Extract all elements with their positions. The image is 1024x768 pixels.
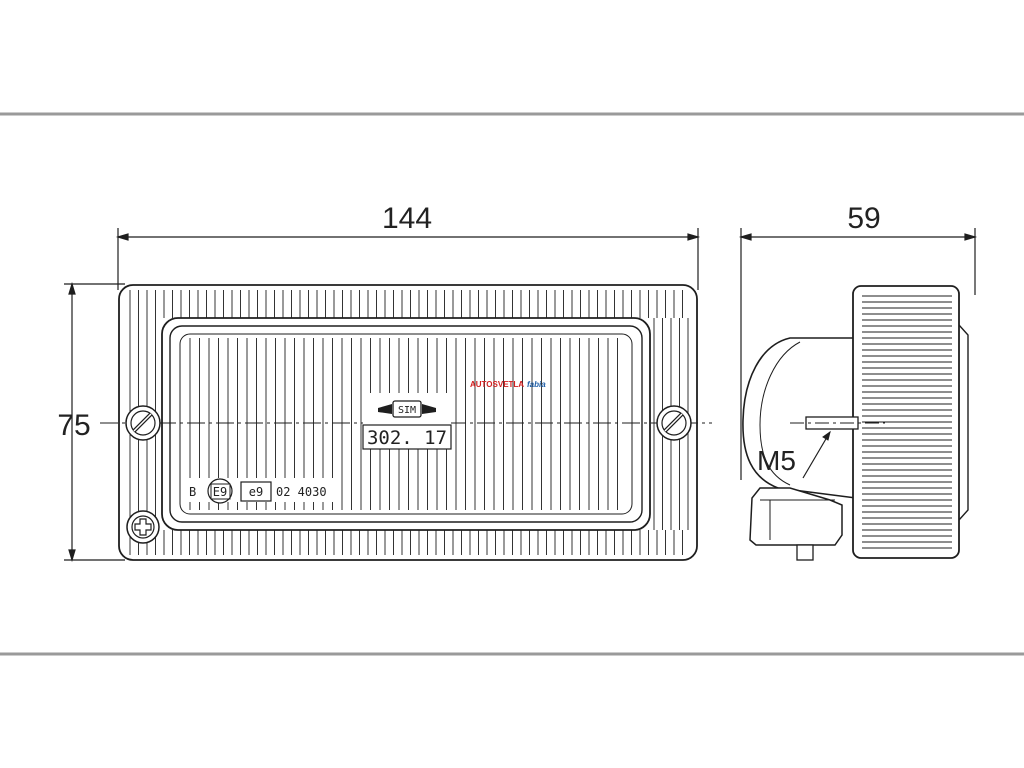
width-dimension [115, 228, 701, 290]
bezel-lip [958, 324, 969, 521]
side-view [738, 228, 978, 561]
maker-logo: SIM [378, 400, 436, 418]
approval-mark-2-box [240, 481, 272, 502]
left-slotted-screw [125, 405, 161, 441]
approval-class: B [189, 485, 196, 499]
bezel-ribs [862, 295, 952, 549]
cross-screw [126, 510, 160, 544]
front-view: SIM 302. 17 B E9 e9 02 4030 [64, 228, 712, 563]
housing-outline [118, 284, 698, 561]
approval-mark-2: e9 [249, 485, 263, 499]
watermark-suffix: fabia [527, 380, 546, 389]
height-dimension [64, 281, 125, 563]
depth-value: 59 [847, 202, 880, 235]
watermark-brand: AUTOSVETLA [470, 380, 524, 389]
bracket-pin [796, 544, 814, 561]
approval-circle [207, 478, 233, 504]
mounting-bracket [749, 487, 843, 546]
lens-face [179, 333, 633, 515]
thread-value: M5 [757, 445, 796, 476]
approval-circle-box [210, 483, 231, 500]
model-number: 302. 17 [367, 427, 447, 449]
right-slotted-screw [656, 405, 692, 441]
rear-housing-contour [759, 341, 801, 486]
approval-number: 02 4030 [276, 485, 327, 499]
thread-leader [802, 431, 831, 479]
watermark: AUTOSVETLA fabia [470, 380, 546, 389]
rear-housing [742, 337, 857, 499]
depth-dimension [738, 228, 978, 480]
lens-inner [169, 325, 643, 523]
height-value: 75 [57, 409, 90, 442]
approval-mark-1: E9 [213, 485, 227, 499]
model-number-box [362, 424, 452, 450]
maker-logo-text: SIM [398, 405, 416, 416]
width-value: 144 [382, 202, 432, 235]
